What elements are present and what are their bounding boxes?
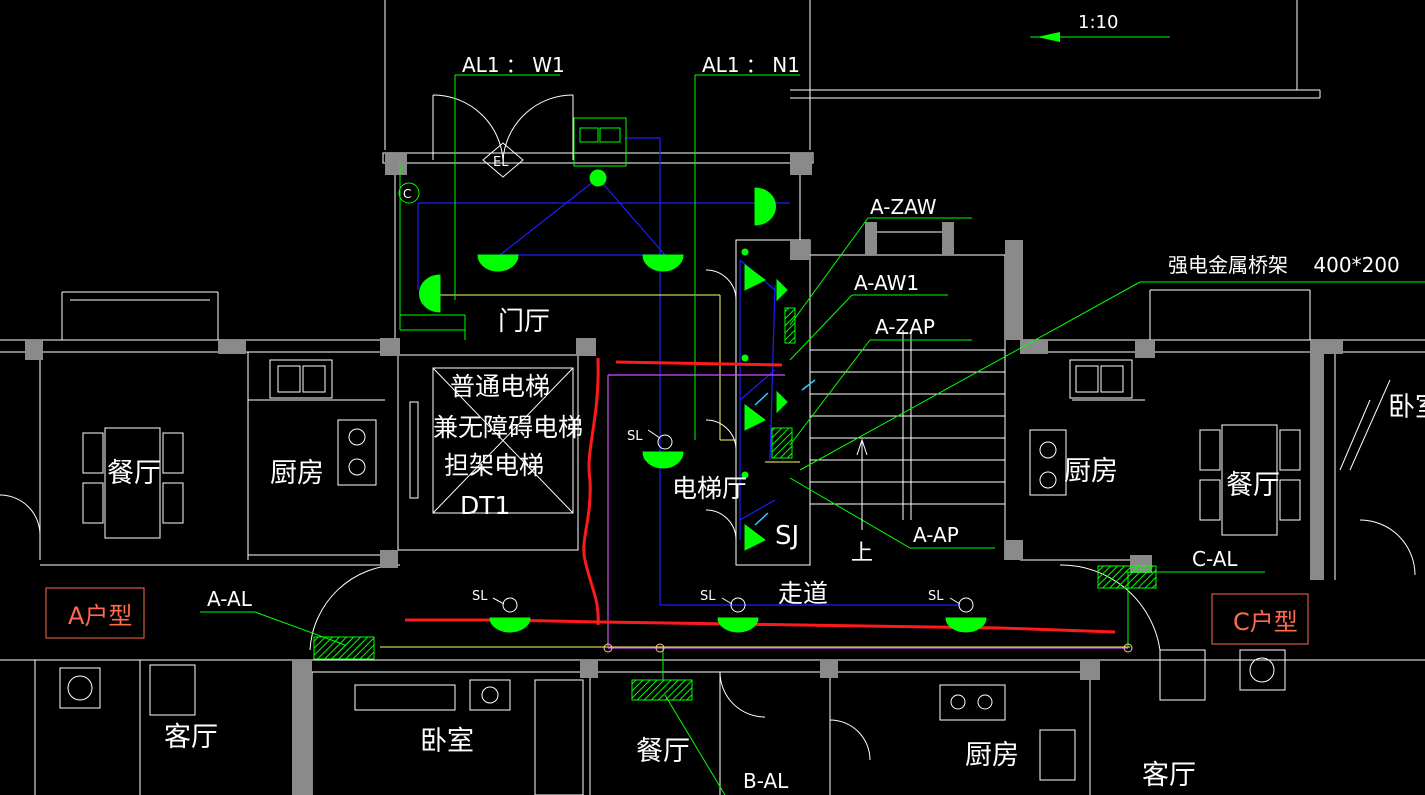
room-shaft: SJ bbox=[775, 521, 799, 551]
panel-a-al-label: A-AL bbox=[207, 587, 253, 611]
panel-a-ap-label: A-AP bbox=[913, 523, 959, 547]
room-a-dining: 餐厅 bbox=[107, 458, 161, 489]
room-elevator-line3: 担架电梯 bbox=[444, 451, 544, 480]
panel-a-zap bbox=[771, 427, 793, 459]
room-c-living: 客厅 bbox=[1142, 760, 1196, 791]
unit-type-boxes bbox=[45, 587, 1309, 645]
room-b-dining: 餐厅 bbox=[636, 736, 690, 767]
fixture-sl-label-3: SL bbox=[700, 589, 716, 604]
room-c-kitchen: 厨房 bbox=[1064, 456, 1118, 487]
room-b-bedroom: 卧室 bbox=[420, 726, 474, 757]
ceiling-light-4 bbox=[489, 617, 531, 633]
room-a-living: 客厅 bbox=[164, 722, 218, 753]
stair-up-label: 上 bbox=[851, 541, 873, 566]
cyan-arrows bbox=[754, 379, 816, 526]
room-a-kitchen: 厨房 bbox=[270, 458, 324, 489]
wall-light-2 bbox=[754, 187, 777, 226]
panel-a-al bbox=[313, 636, 375, 660]
scale-arrow bbox=[1037, 32, 1060, 42]
panel-a-zaw-label: A-ZAW bbox=[870, 195, 937, 219]
junction-box bbox=[573, 117, 627, 167]
ceiling-light-1 bbox=[477, 254, 519, 272]
leader-lines bbox=[200, 36, 1425, 795]
room-elevator-line1: 普通电梯 bbox=[450, 372, 550, 401]
panel-al1-n1: AL1 ： N1 bbox=[702, 53, 800, 77]
fixture-sl-label-4: SL bbox=[928, 589, 944, 604]
cable-tray-lines bbox=[380, 294, 1130, 648]
scale-label: 1:10 bbox=[1078, 12, 1118, 33]
fixture-sl-label-2: SL bbox=[472, 589, 488, 604]
fixtures bbox=[418, 169, 987, 633]
fixture-sl-label-1: SL bbox=[627, 429, 643, 444]
cable-nodes bbox=[603, 643, 1133, 653]
ceiling-light-2 bbox=[642, 254, 684, 272]
lighting-circuits bbox=[417, 137, 960, 606]
panel-a-zap-label: A-ZAP bbox=[875, 315, 935, 339]
fixture-el-label: EL bbox=[493, 155, 509, 170]
panel-b-al-label: B-AL bbox=[743, 769, 789, 793]
distribution-panels bbox=[313, 307, 1157, 701]
cable-tray-note: 强电金属桥架 400*200 bbox=[1168, 253, 1400, 277]
unit-type-a: A户型 bbox=[68, 602, 132, 630]
wall-columns bbox=[25, 153, 1343, 795]
room-elevator-code: DT1 bbox=[460, 491, 510, 520]
room-elevator-line2: 兼无障碍电梯 bbox=[433, 413, 583, 442]
room-c-dining: 餐厅 bbox=[1226, 470, 1280, 501]
panel-a-aw1-label: A-AW1 bbox=[854, 271, 919, 295]
panel-c-al bbox=[1097, 565, 1157, 589]
panel-b-al bbox=[631, 679, 693, 701]
room-lobby: 门厅 bbox=[498, 307, 550, 337]
c-fixture bbox=[398, 182, 420, 204]
room-b-kitchen: 厨房 bbox=[965, 740, 1019, 771]
ceiling-light-3 bbox=[642, 451, 684, 469]
ceiling-light-6 bbox=[945, 617, 987, 633]
ceiling-light-5 bbox=[717, 617, 759, 633]
el-fixture bbox=[482, 142, 524, 178]
panel-a-zaw bbox=[784, 307, 796, 344]
revision-marks bbox=[405, 357, 1116, 634]
junction-dot bbox=[589, 169, 607, 187]
fixture-c-label: C bbox=[403, 187, 411, 201]
stair-up-arrow bbox=[856, 438, 868, 530]
room-corridor: 走道 bbox=[778, 579, 828, 608]
room-elevator-hall: 电梯厅 bbox=[672, 474, 747, 503]
panel-al1-w1: AL1 ： W1 bbox=[462, 53, 565, 77]
magenta-lines bbox=[607, 374, 1128, 649]
unit-type-c: C户型 bbox=[1233, 608, 1298, 636]
room-c-bedroom: 卧室 bbox=[1388, 392, 1425, 423]
sl-markers bbox=[492, 429, 974, 613]
panel-c-al-label: C-AL bbox=[1192, 547, 1238, 571]
wall-light-1 bbox=[418, 274, 441, 313]
